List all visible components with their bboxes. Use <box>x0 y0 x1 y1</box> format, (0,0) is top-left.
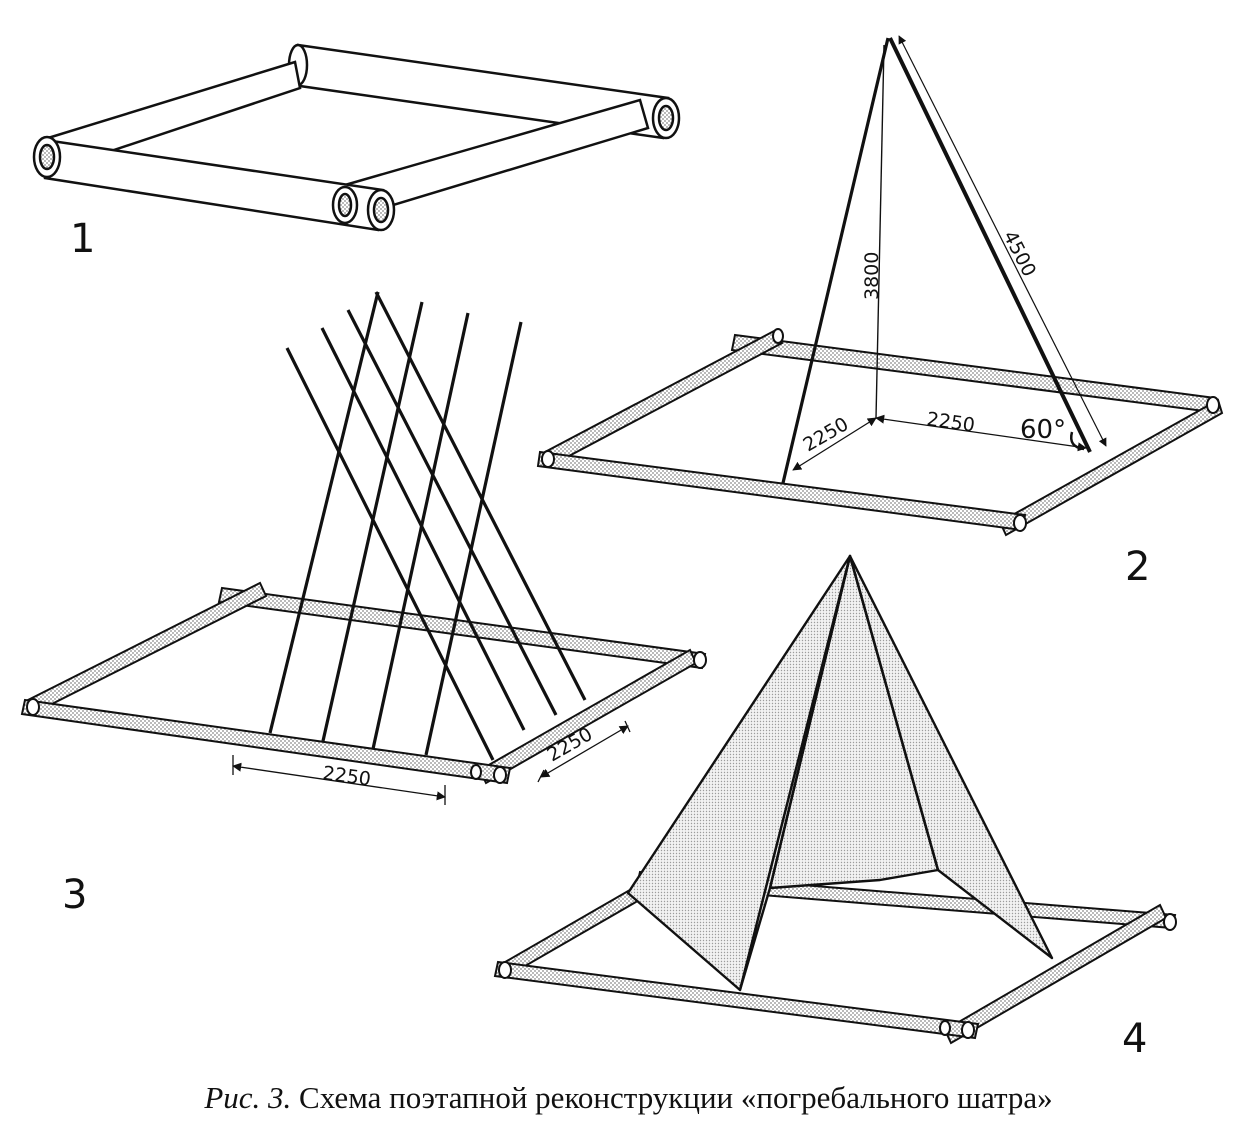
stage-3-poles <box>268 291 587 761</box>
half-a-dimension-line <box>792 417 877 471</box>
side-b-dimension-line <box>540 725 629 778</box>
height-line <box>875 44 885 419</box>
dim-height: 3800 <box>861 252 883 300</box>
frame3-back-log <box>217 586 707 670</box>
pole-right <box>888 37 1092 453</box>
pole-dimension-line <box>898 35 1107 447</box>
pole-b1 <box>285 347 495 761</box>
stage-4-frame <box>493 866 1177 1045</box>
angle-arc <box>1070 431 1085 451</box>
log-front <box>43 138 385 232</box>
stage-number-4: 4 <box>1122 1016 1147 1062</box>
pole-a1 <box>268 291 380 734</box>
pole-b2 <box>320 327 526 731</box>
stage-4-tent-cover <box>626 554 1054 992</box>
caption-text: Схема поэтапной реконструкции «погребаль… <box>299 1080 1053 1115</box>
frame3-left-log <box>26 581 268 715</box>
dim-half-b: 2250 <box>925 408 976 437</box>
frame4-front-log <box>493 960 980 1040</box>
stage-number-1: 1 <box>70 216 95 262</box>
pole-left <box>781 37 890 484</box>
frame2-right-log <box>998 398 1224 537</box>
caption-prefix: Рис. 3. <box>204 1080 292 1115</box>
frame2-left-log <box>543 328 784 467</box>
dim-angle: 60° <box>1020 415 1066 445</box>
half-b-dimension-line <box>875 414 1087 452</box>
frame2-front-log <box>536 450 1027 532</box>
stage-1-frame <box>32 43 681 232</box>
side-a-dimension-line <box>232 762 446 801</box>
pole-a3 <box>371 312 470 750</box>
stage-number-3: 3 <box>62 872 87 918</box>
pole-a4 <box>424 321 523 756</box>
stage-3-frame <box>20 581 707 785</box>
stage-2-poles <box>781 35 1107 484</box>
stage-2-frame <box>536 328 1224 537</box>
frame3-right-log <box>478 648 698 785</box>
dim-side-a: 2250 <box>321 762 372 791</box>
figure-caption: Рис. 3. Схема поэтапной реконструкции «п… <box>0 1080 1257 1116</box>
pole-b4 <box>374 291 587 701</box>
frame3-front-log <box>20 698 512 785</box>
frame2-back-log <box>730 333 1217 414</box>
pole-b3 <box>346 309 558 716</box>
stage-3-dimensions <box>232 720 631 805</box>
stage-number-2: 2 <box>1125 544 1150 590</box>
